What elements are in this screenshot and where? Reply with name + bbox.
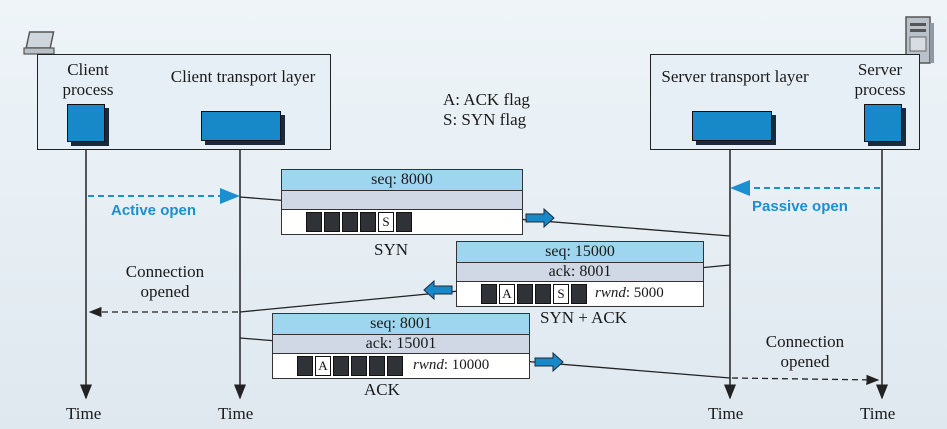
ack-direction-arrow [534, 351, 564, 373]
syn-segment: seq: 8000 S [281, 169, 523, 235]
synack-rwnd: rwnd: 5000 [595, 285, 664, 301]
synack-ack-field: ack: 8001 [457, 263, 703, 282]
synack-seq-field: seq: 15000 [457, 242, 703, 263]
client-process-block [67, 104, 105, 142]
synack-flag-a: A [499, 284, 515, 304]
ack-flags: A [297, 356, 403, 376]
time-label-client-process: Time [66, 404, 102, 423]
client-transport-block [201, 111, 281, 141]
ack-seq-field: seq: 8001 [273, 314, 529, 335]
time-label-server-process: Time [860, 404, 896, 423]
synack-segment: seq: 15000 ack: 8001 A S rwnd: 5000 [456, 241, 704, 307]
server-process-block [864, 104, 902, 142]
ack-rwnd: rwnd: 10000 [413, 357, 490, 373]
time-label-server-transport: Time [708, 404, 744, 423]
syn-flag-s: S [378, 212, 394, 232]
passive-open-label: Passive open [752, 198, 848, 215]
client-connection-opened-label: Connection opened [125, 262, 205, 301]
synack-label: SYN + ACK [540, 308, 628, 327]
server-process-label: Server process [854, 60, 906, 99]
server-transport-label: Server transport layer [661, 67, 809, 86]
synack-flags: A S [481, 284, 587, 304]
server-opened-arrow [731, 374, 880, 386]
ack-segment: seq: 8001 ack: 15001 A rwnd: 10000 [272, 313, 530, 379]
time-label-client-transport: Time [218, 404, 254, 423]
synack-direction-arrow [423, 279, 453, 301]
legend-ack: A: ACK flag [443, 90, 530, 109]
client-transport-label: Client transport layer [170, 67, 316, 86]
ack-label: ACK [364, 380, 400, 399]
syn-label: SYN [374, 240, 409, 259]
client-process-label: Client process [62, 60, 114, 99]
syn-flags: S [306, 212, 412, 232]
ack-flag-a: A [315, 356, 331, 376]
legend-syn: S: SYN flag [443, 110, 527, 129]
syn-direction-arrow [525, 207, 555, 229]
active-open-label: Active open [111, 202, 197, 219]
server-connection-opened-label: Connection opened [765, 332, 845, 371]
ack-ack-field: ack: 15001 [273, 335, 529, 354]
server-transport-block [692, 111, 772, 141]
syn-seq-field: seq: 8000 [282, 170, 522, 191]
synack-flag-s: S [553, 284, 569, 304]
